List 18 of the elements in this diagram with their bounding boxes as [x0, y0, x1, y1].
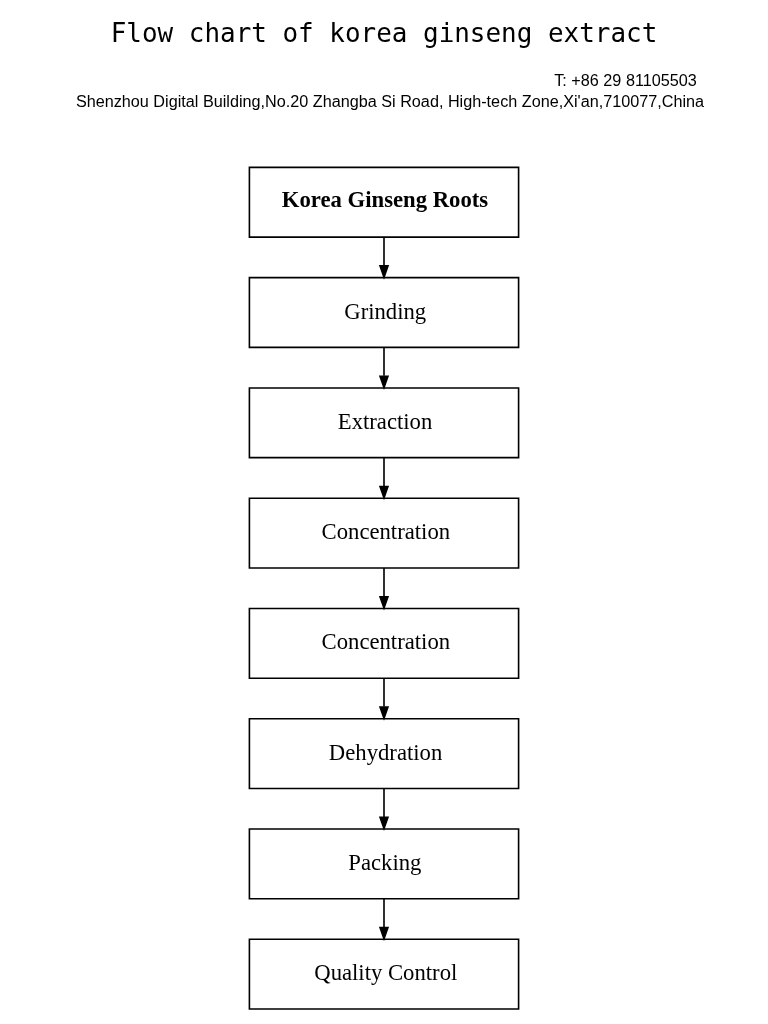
- node-box: Concentration: [248, 607, 520, 680]
- label: Shenzhou Digital Building,No.20 Zhangba Si Road, High-tech Zone,Xi'an,710077,China: [75, 91, 705, 110]
- arrow: [378, 677, 390, 721]
- node-box: Grinding: [248, 276, 520, 349]
- label: T: +86 29 81105503: [554, 70, 697, 89]
- arrow: [378, 898, 390, 942]
- arrow: [378, 456, 390, 501]
- node-box: Dehydration: [248, 717, 520, 790]
- arrow: [378, 567, 390, 611]
- arrow: [378, 787, 390, 832]
- arrow: [378, 346, 390, 390]
- node-box: Concentration: [248, 497, 520, 569]
- node-box: Packing: [248, 828, 520, 900]
- arrow: [378, 236, 390, 280]
- node-box: Korea Ginseng Roots: [248, 166, 520, 238]
- node-box: Extraction: [248, 387, 520, 459]
- diagram-title: Flow chart of korea ginseng extract: [110, 18, 658, 49]
- node-box: Quality Control: [248, 938, 520, 1010]
